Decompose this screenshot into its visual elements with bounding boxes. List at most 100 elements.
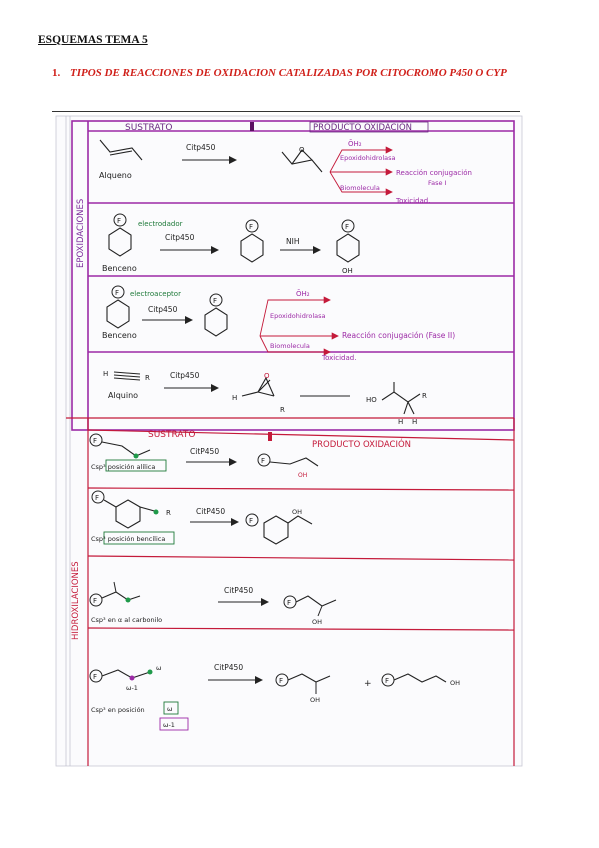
note-box-row5 bbox=[105, 459, 167, 472]
arene-oxide-row2 bbox=[240, 233, 264, 263]
ketene-product-row4 bbox=[381, 382, 421, 415]
pathway-biomolecule-row3: Biomolecula bbox=[270, 342, 310, 350]
pathway-arrows-row1 bbox=[329, 146, 393, 196]
row-alquino: H R Alquino Citp450 O H R HO R H H bbox=[103, 370, 427, 426]
reagent-row1: Citp450 bbox=[186, 143, 216, 152]
document-title: ESQUEMAS TEMA 5 bbox=[38, 34, 148, 46]
product2-label-row8: OH bbox=[450, 679, 460, 687]
hydroxylation-table-frame bbox=[66, 417, 515, 766]
group-f-circle bbox=[113, 213, 127, 227]
alkyl-chain-row8 bbox=[101, 669, 151, 679]
substrate-note-row7: Csp³ en α al carbonilo bbox=[91, 616, 162, 624]
group-f-circle bbox=[257, 453, 271, 467]
group-f-circle bbox=[245, 219, 259, 233]
group-label-hidroxilaciones: HIDROXILACIONES bbox=[71, 561, 81, 640]
group-f-letter: F bbox=[279, 677, 283, 685]
section-heading: 1. TIPOS DE REACCIONES DE OXIDACION CATAL… bbox=[52, 66, 532, 80]
heading-rule bbox=[52, 111, 520, 112]
pathway-arrows-row3 bbox=[259, 296, 339, 356]
group-f-circle bbox=[91, 490, 105, 504]
hydro-header-product: PRODUCTO OXIDACIÓN bbox=[312, 438, 411, 450]
reactive-site-dot bbox=[125, 597, 131, 603]
product-label-row4-r2: R bbox=[422, 392, 427, 400]
hydro-header-divider bbox=[268, 432, 272, 441]
reactive-site-dot bbox=[147, 669, 153, 675]
product1-chain-row8 bbox=[287, 673, 331, 683]
pathway-toxicity-row1: Toxicidad. bbox=[395, 197, 430, 205]
row-omega: F ω ω-1 Csp³ en posición ω ω-1 CitP450 F… bbox=[89, 663, 460, 731]
phenol-ring-row2 bbox=[336, 233, 360, 263]
alkyne-h: H bbox=[103, 370, 108, 378]
group-f-circle bbox=[341, 219, 355, 233]
substituent-label-row2: electrodador bbox=[138, 220, 183, 228]
product-label-row4-ho: HO bbox=[366, 396, 377, 404]
benzene-ring-row3 bbox=[106, 299, 130, 329]
product-label-row4-r: R bbox=[280, 406, 285, 414]
carbonyl-product-row7 bbox=[295, 595, 337, 607]
product-label-row4-h2: H bbox=[398, 418, 403, 426]
reagent-row6: CitP450 bbox=[196, 507, 225, 516]
epox-header-substrate: SUSTRATO bbox=[125, 123, 172, 133]
row-alqueno: Alqueno Citp450 O ŌH₂ Epoxidohidrolasa R… bbox=[99, 139, 472, 205]
row-alilica: F Csp³ posición alílica CitP450 F OH bbox=[89, 433, 319, 479]
reagent-row2: Citp450 bbox=[165, 233, 195, 242]
product-label-row5: OH bbox=[298, 472, 307, 479]
pathway-oh2-row1: ŌH₂ bbox=[348, 139, 362, 148]
product-label-row4-h3: H bbox=[412, 418, 417, 426]
product-label-row7: OH bbox=[312, 618, 322, 626]
epoxide-oxygen-row1: O bbox=[299, 146, 305, 154]
pathway-hydrolase-row3: Epoxidohidrolasa bbox=[270, 312, 325, 320]
substrate-note-row5: Csp³ posición alílica bbox=[91, 463, 155, 471]
epoxide-structure-row1 bbox=[281, 149, 323, 173]
reagent-row7: CitP450 bbox=[224, 586, 253, 595]
reagent2-row2: NIH bbox=[286, 237, 299, 246]
reactive-site-dot bbox=[133, 453, 139, 459]
row-benceno-electrodador: F electrodador Benceno Citp450 F NIH F O… bbox=[102, 213, 360, 275]
reactive-site-dot bbox=[153, 509, 159, 515]
omega-1-label: ω-1 bbox=[126, 684, 138, 692]
arene-oxide-row3 bbox=[204, 307, 228, 337]
pathway-oh2-row3: ŌH₂ bbox=[296, 289, 310, 298]
notebook-margin-lines bbox=[65, 116, 71, 766]
product2-chain-row8 bbox=[393, 673, 447, 683]
group-f-letter: F bbox=[287, 599, 291, 607]
pathway-hydrolase-row1: Epoxidohidrolasa bbox=[340, 154, 395, 162]
section-title: TIPOS DE REACCIONES DE OXIDACION CATALIZ… bbox=[70, 67, 507, 79]
group-f-letter: F bbox=[345, 223, 349, 231]
alkyne-triple-bond bbox=[113, 371, 141, 381]
group-f-letter: F bbox=[117, 217, 121, 225]
group-label-epoxidaciones: EPOXIDACIONES bbox=[76, 199, 86, 268]
hydroxyl-bond-row7 bbox=[317, 605, 323, 617]
allyl-product-row5 bbox=[269, 457, 319, 467]
pathway-biomolecule-row1: Biomolecula bbox=[340, 184, 380, 192]
hydro-header-substrate: SUSTRATO bbox=[148, 430, 195, 440]
epox-header-product: PRODUCTO OXIDACIÓN bbox=[313, 121, 412, 133]
epox-header-product-box bbox=[309, 121, 429, 133]
note-box-row6 bbox=[103, 531, 175, 545]
group-f-circle bbox=[245, 513, 259, 527]
row-bencilica: F R Csp³ posición bencílica CitP450 F OH bbox=[91, 490, 313, 545]
pathway-toxicity-row3: Toxicidad. bbox=[321, 354, 356, 362]
reagent-row8: CitP450 bbox=[214, 663, 243, 672]
benzylic-r: R bbox=[166, 509, 171, 517]
product-label-row2: OH bbox=[342, 267, 353, 275]
substituent-label-row3: electroaceptor bbox=[130, 290, 181, 298]
header-divider bbox=[250, 122, 254, 131]
group-f-letter: F bbox=[261, 457, 265, 465]
group-f-letter: F bbox=[93, 437, 97, 445]
group-f-circle bbox=[89, 593, 103, 607]
notebook-page bbox=[55, 115, 523, 767]
pathway-phase-row1: Fase I bbox=[428, 179, 447, 187]
group-f-letter: F bbox=[115, 289, 119, 297]
group-f-circle bbox=[209, 293, 223, 307]
note-box-omega bbox=[163, 701, 179, 715]
section-number: 1. bbox=[52, 67, 61, 79]
product-label-row4-h: H bbox=[232, 394, 237, 402]
substrate-name-alqueno: Alqueno bbox=[99, 171, 132, 180]
plus-sign-row8: + bbox=[364, 679, 372, 689]
pathway-conjugation-row1: Reacción conjugación bbox=[396, 169, 472, 177]
reagent-row5: CitP450 bbox=[190, 447, 219, 456]
alkene-structure bbox=[99, 139, 143, 161]
substrate-note-row6: Csp³ posición bencílica bbox=[91, 535, 165, 543]
